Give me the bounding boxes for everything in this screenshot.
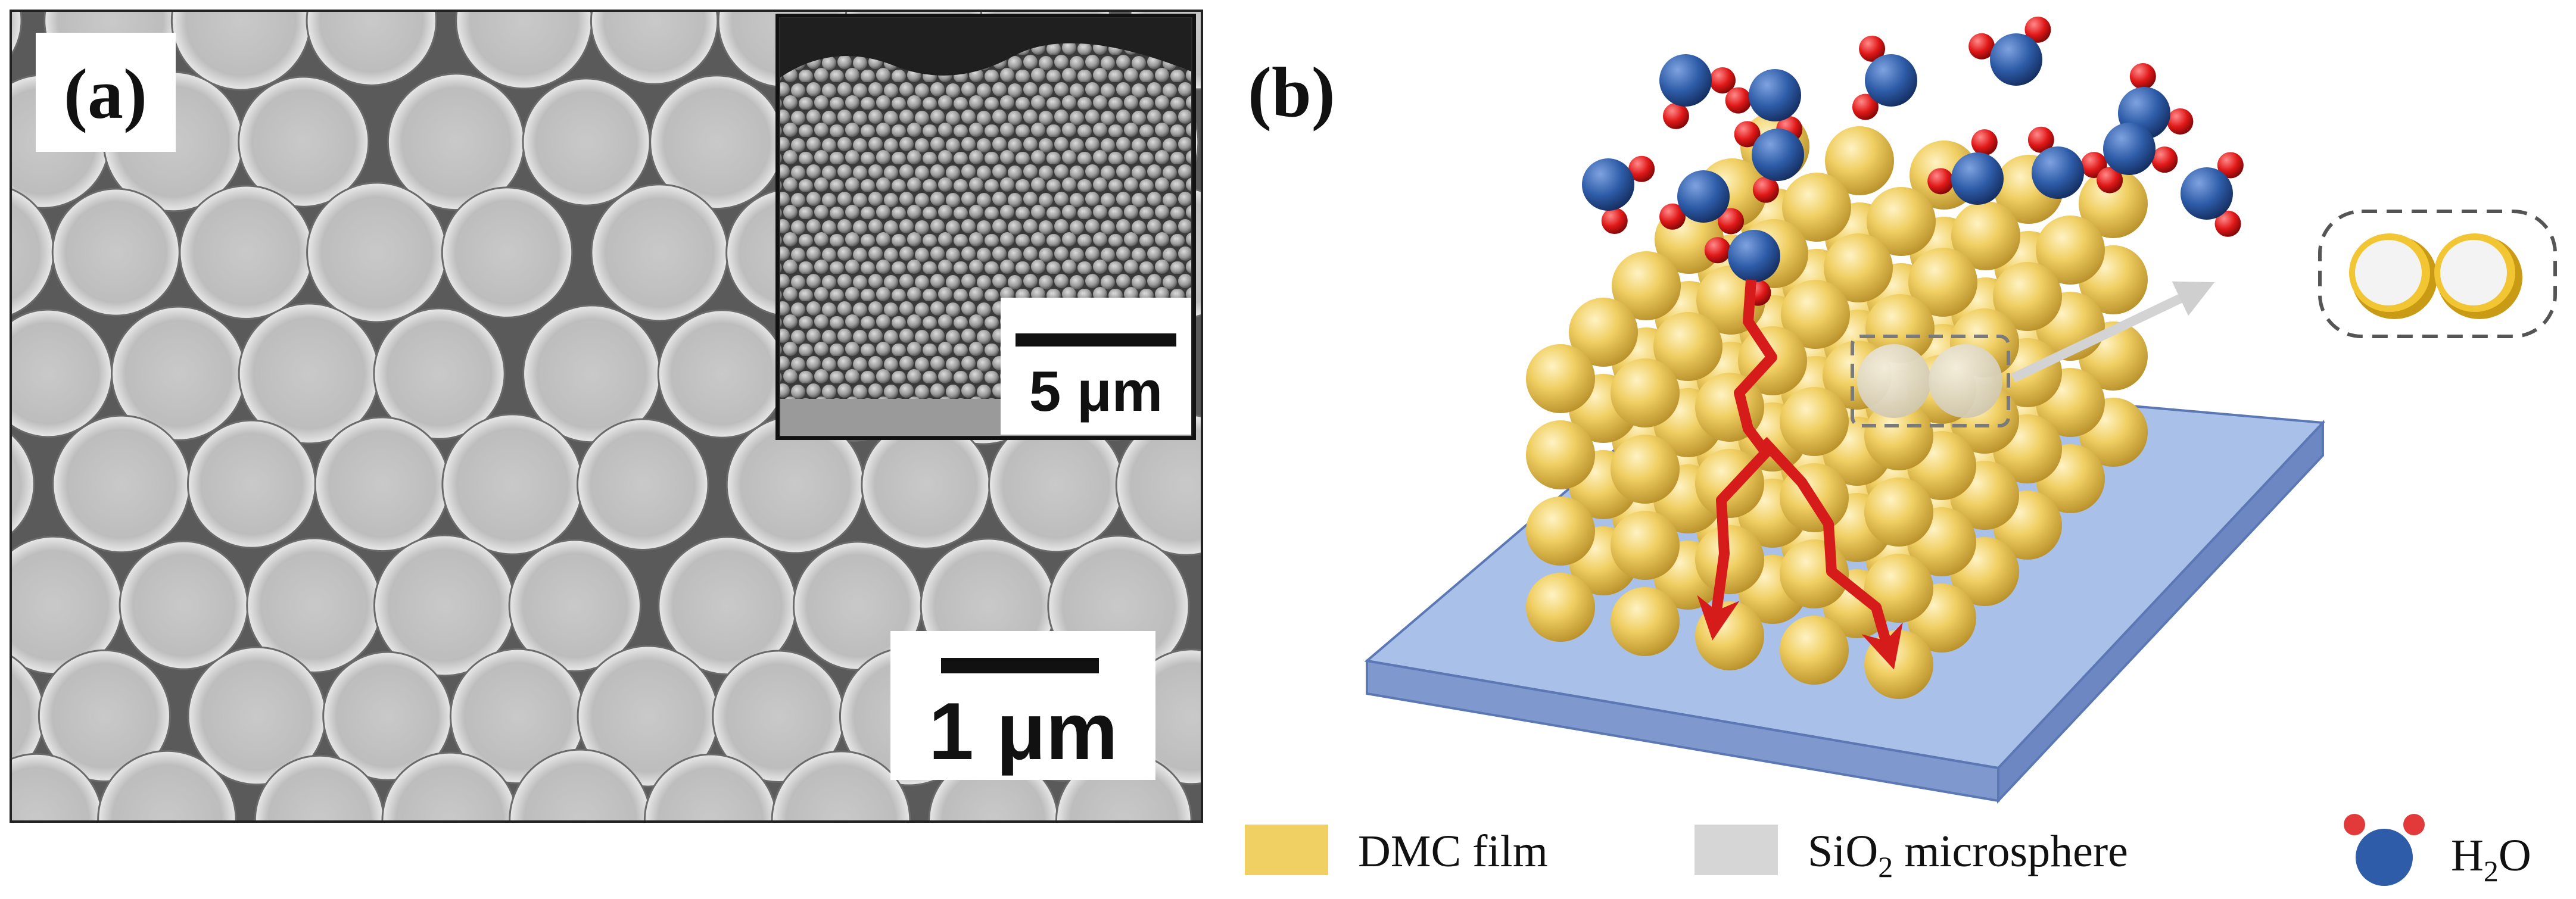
water-icon-h-left	[2344, 814, 2365, 835]
water-molecule	[1734, 121, 1804, 203]
dmc-sphere	[1653, 312, 1722, 381]
water-molecule	[2097, 123, 2178, 193]
dmc-sphere	[1526, 573, 1595, 642]
sem-sphere	[38, 649, 172, 782]
dmc-sphere	[1611, 587, 1680, 656]
dmc-sphere	[1780, 616, 1849, 685]
legend-item-sio2: SiO2 microsphere	[1695, 825, 2128, 884]
water-molecule	[2181, 152, 2244, 237]
sem-sphere	[11, 432, 35, 535]
sem-sphere	[577, 418, 709, 551]
inset-scale-bar	[1016, 333, 1176, 347]
sem-sphere	[11, 11, 23, 57]
sem-sphere	[508, 539, 641, 672]
sio2-pair-highlight	[1851, 335, 2010, 427]
sem-sphere	[441, 413, 584, 555]
sem-sphere	[522, 77, 651, 207]
dmc-sphere	[1864, 477, 1933, 547]
dmc-sphere	[1781, 280, 1850, 349]
sem-sphere	[441, 186, 574, 319]
dmc-sphere	[2036, 216, 2105, 285]
dmc-sphere	[1612, 251, 1681, 320]
dmc-sphere	[1951, 201, 2020, 270]
legend-item-dmc-film: DMC film	[1245, 825, 1548, 876]
dmc-sphere	[1824, 233, 1893, 302]
legend-label-dmc: DMC film	[1358, 826, 1548, 876]
sem-sphere	[52, 414, 191, 554]
inset-scale-label: 5 μm	[1029, 360, 1163, 423]
diffusion-paths	[1697, 279, 1903, 670]
dmc-sphere	[1611, 435, 1680, 504]
sem-sphere	[771, 750, 911, 822]
sem-sphere	[861, 420, 990, 550]
legend-label-sio2: SiO2 microsphere	[1808, 826, 2128, 884]
panel-a-label-box: (a)	[36, 33, 176, 152]
water-icon-h-right	[2403, 814, 2425, 835]
sem-sphere	[657, 309, 787, 439]
dmc-sphere	[1867, 187, 1936, 256]
sem-sphere	[254, 754, 385, 822]
panel-a-label: (a)	[64, 54, 147, 133]
water-molecule	[1582, 155, 1655, 235]
dmc-swatch	[1245, 825, 1328, 875]
zoom-callout	[2318, 210, 2557, 338]
water-molecules	[1582, 16, 2244, 306]
core-shell-sphere-right	[2434, 233, 2522, 319]
core-shell-sphere-left	[2349, 233, 2437, 319]
sio2-swatch	[1695, 825, 1778, 875]
water-molecule	[2027, 126, 2107, 199]
legend: DMC film SiO2 microsphere H2O	[1245, 814, 2531, 888]
sem-sphere	[590, 183, 729, 322]
main-scale-label: 1 μm	[929, 686, 1118, 776]
panel-b-label: (b)	[1248, 52, 1335, 132]
dmc-sphere	[1695, 601, 1764, 670]
legend-item-water: H2O	[2344, 814, 2531, 888]
water-molecule	[1968, 16, 2051, 86]
sem-sphere	[238, 76, 370, 208]
dmc-sphere	[1993, 262, 2062, 331]
dmc-sphere	[1526, 344, 1595, 413]
dmc-sphere	[1611, 358, 1680, 427]
sem-sphere	[509, 748, 652, 822]
sem-sphere	[381, 751, 518, 822]
main-scale-bar	[941, 658, 1099, 673]
dmc-sphere	[1526, 497, 1595, 566]
dmc-sphere	[1864, 554, 1933, 623]
dmc-sphere	[1526, 420, 1595, 489]
dmc-sphere	[1780, 387, 1849, 456]
water-molecule	[1659, 54, 1736, 129]
sem-sphere	[314, 416, 450, 552]
sem-sphere	[119, 540, 249, 670]
dmc-sphere	[1569, 298, 1638, 367]
sem-sphere	[373, 307, 506, 440]
zoom-arrow	[2011, 281, 2215, 383]
sem-sphere	[306, 11, 437, 86]
sem-sphere	[306, 182, 448, 323]
sem-sphere	[643, 753, 778, 822]
dmc-sphere	[1864, 401, 1933, 470]
legend-label-water: H2O	[2451, 831, 2531, 888]
water-molecule	[1927, 129, 2004, 205]
water-icon	[2356, 829, 2413, 886]
main-scale-bar-box: 1 μm	[890, 631, 1155, 780]
dmc-sphere	[1611, 511, 1680, 580]
sem-sphere	[186, 419, 317, 549]
sem-sphere	[51, 188, 180, 317]
dmc-sphere	[1864, 630, 1933, 699]
sem-inset: 5 μm	[775, 14, 1196, 440]
water-molecule	[1852, 35, 1917, 120]
sem-sphere	[179, 185, 314, 320]
water-molecule	[1659, 170, 1745, 235]
dmc-sphere	[1695, 525, 1764, 594]
dmc-sphere	[1825, 126, 1894, 195]
sem-sphere	[97, 750, 237, 822]
dmc-sphere	[1782, 173, 1851, 242]
dmc-sphere	[1908, 248, 1977, 317]
dmc-sphere	[2079, 169, 2148, 238]
